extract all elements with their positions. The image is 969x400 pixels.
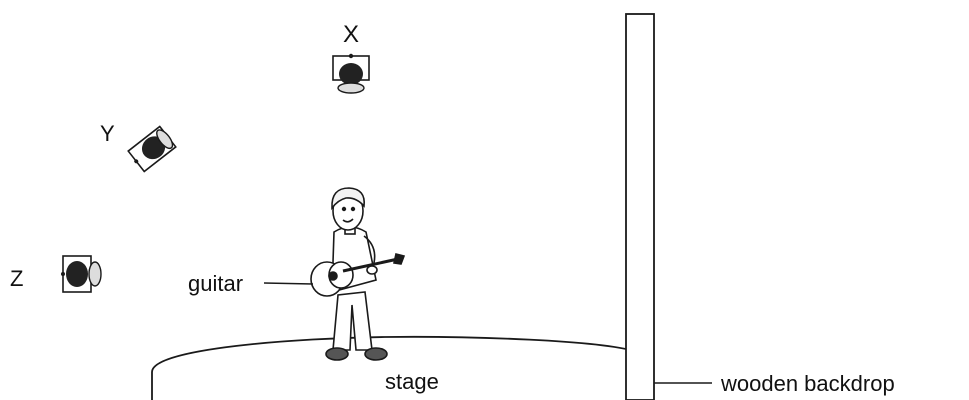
wooden-backdrop [626,14,712,400]
spotlight-z-icon [61,256,101,292]
guitar-label: guitar [188,271,243,296]
light-z-label: Z [10,266,23,291]
light-y-label: Y [100,121,115,146]
guitar-pointer-line [264,283,313,284]
stage-label: stage [385,369,439,394]
light-x-label: X [343,21,359,48]
spotlight-y-icon [127,126,177,173]
spotlight-x-icon [333,54,369,93]
guitarist-figure [311,188,404,360]
backdrop-label: wooden backdrop [720,371,895,396]
backdrop-panel [626,14,654,400]
